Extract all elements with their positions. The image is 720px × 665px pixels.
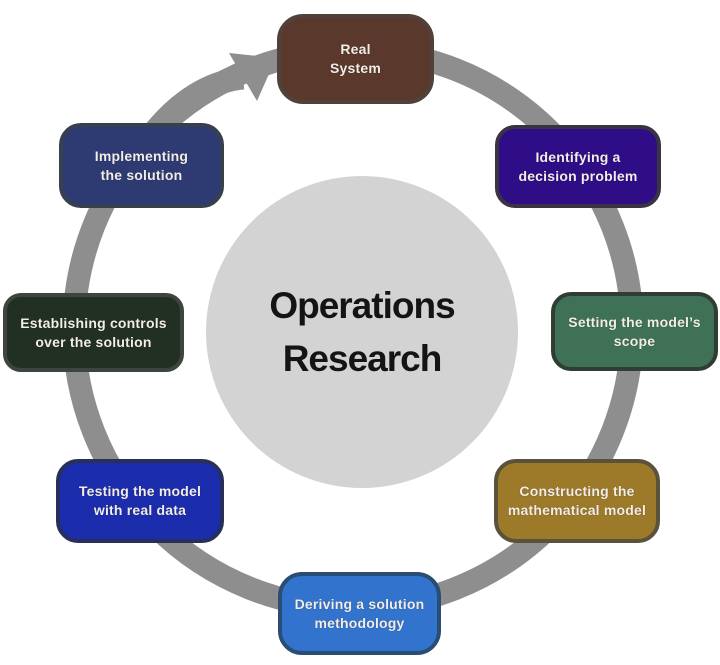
node-label-line: over the solution [35, 333, 152, 350]
diagram-title-line-1: Operations [269, 285, 455, 326]
node-label-line: Testing the model [78, 483, 202, 499]
node-label-line: System [329, 60, 381, 76]
node-label-line: Constructing the [519, 483, 635, 499]
node-label-line: Identifying a [535, 148, 621, 165]
node-testing-the-model-with-real-data: Testing the model with real data [56, 459, 224, 543]
diagram-title-line-2: Research [282, 338, 443, 379]
node-label-line: Implementing [94, 147, 189, 164]
node-identifying-a-decision-problem: Identifying a decision problem [495, 125, 661, 208]
node-label-line: Real [340, 41, 371, 57]
node-label-line: mathematical model [507, 502, 647, 518]
node-real-system: Real System [277, 14, 434, 104]
center-circle: Operations Research [206, 176, 518, 488]
node-label-line: decision problem [518, 167, 638, 184]
node-establishing-controls-over-the-solution: Establishing controls over the solution [3, 293, 184, 372]
node-label-line: methodology [314, 614, 405, 631]
clockwise-arrowhead-icon [229, 53, 276, 101]
node-label-line: the solution [100, 166, 183, 183]
node-deriving-a-solution-methodology: Deriving a solution methodology [278, 572, 441, 655]
node-label-line: Establishing controls [20, 314, 167, 331]
node-setting-the-models-scope: Setting the model’s scope [551, 292, 718, 371]
node-label-line: scope [613, 332, 656, 349]
node-implementing-the-solution: Implementing the solution [59, 123, 224, 208]
node-label-line: Setting the model’s [568, 313, 701, 330]
node-constructing-the-mathematical-model: Constructing the mathematical model [494, 459, 660, 543]
node-label-line: Deriving a solution [294, 595, 425, 612]
node-label-line: with real data [93, 502, 187, 518]
